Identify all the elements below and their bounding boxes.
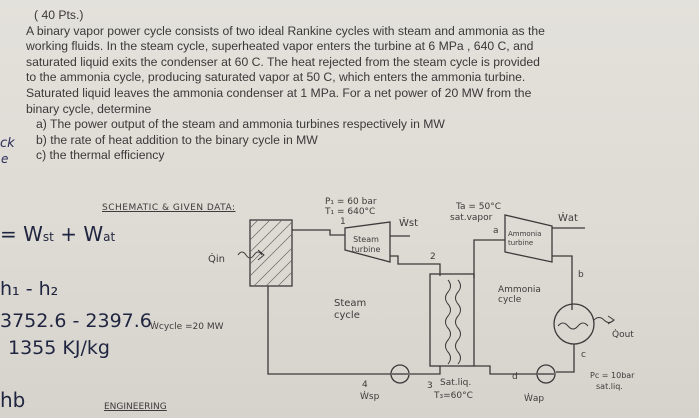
node-b-label: b [578, 270, 584, 280]
problem-line: Saturated liquid leaves the ammonia cond… [26, 85, 532, 100]
problem-part-c: c) the thermal efficiency [36, 148, 165, 163]
t3-label: T₃=60°C [434, 391, 473, 401]
q-in-label: Q̇in [208, 254, 225, 265]
node-a-label: a [493, 226, 499, 236]
w-st-label: Ẇst [399, 218, 419, 229]
node-1-label: 1 [340, 217, 346, 227]
handwritten-enthalpy-difference: h₁ - h₂ [0, 278, 59, 300]
ammonia-turbine-shape [504, 214, 553, 263]
node-3-label: 3 [427, 381, 433, 391]
margin-note-ck: ck [0, 136, 15, 151]
node-c-label: c [581, 350, 586, 360]
w-ap-label: Ẇap [524, 394, 545, 404]
w-sp-label: Ẇsp [360, 392, 380, 402]
problem-line: saturated liquid exits the condenser at … [26, 54, 540, 69]
sat-liq-c-label: sat.liq. [596, 382, 623, 391]
w-at-label: Ẇat [558, 213, 578, 224]
problem-statement: ( 40 Pts.) A binary vapor power cycle co… [26, 8, 626, 164]
problem-line: binary cycle, determine [26, 101, 152, 116]
node-d-label: d [512, 372, 518, 382]
problem-part-a: a) The power output of the steam and amm… [36, 117, 445, 132]
ammonia-cycle-label: Ammonia cycle [498, 285, 541, 305]
problem-part-b: b) the rate of heat addition to the bina… [36, 132, 318, 147]
q-out-label: Q̇out [612, 330, 634, 340]
steam-turbine-label: Steam turbine [351, 235, 381, 254]
margin-note-e: e [1, 152, 9, 166]
handwritten-result: 1355 KJ/kg [8, 337, 110, 359]
engineering-label: ENGINEERING [104, 402, 167, 412]
p1-label: P₁ = 60 bar [325, 197, 377, 207]
pc-label: Pc = 10bar [590, 371, 635, 380]
ta-label: Ta = 50°C [456, 202, 502, 212]
schematic-title: SCHEMATIC & GIVEN DATA: [102, 203, 236, 213]
problem-line: to the ammonia cycle, producing saturate… [26, 70, 526, 85]
w-cycle-label: Ẇcycle =20 MW [150, 322, 224, 332]
problem-line: working fluids. In the steam cycle, supe… [26, 39, 534, 54]
ammonia-turbine-label: Ammonia turbine [508, 230, 542, 247]
problem-points: ( 40 Pts.) [34, 8, 84, 22]
steam-generator [249, 219, 293, 287]
steam-cycle-label: Steam cycle [334, 298, 367, 321]
heat-exchanger [429, 273, 475, 367]
problem-line: A binary vapor power cycle consists of t… [26, 23, 545, 38]
node-4-label: 4 [362, 380, 368, 390]
steam-turbine-shape [344, 221, 391, 263]
t1-label: T₁ = 640°C [325, 207, 376, 217]
handwritten-hb: hb [0, 388, 26, 412]
sat-vapor-label: sat.vapor [450, 213, 493, 223]
handwritten-calculation: 3752.6 - 2397.6 [0, 310, 152, 332]
sat-liq-3-label: Sat.liq. [440, 378, 472, 388]
node-2-label: 2 [430, 252, 436, 262]
handwritten-work-equation: = Wst + Wat [0, 222, 116, 246]
